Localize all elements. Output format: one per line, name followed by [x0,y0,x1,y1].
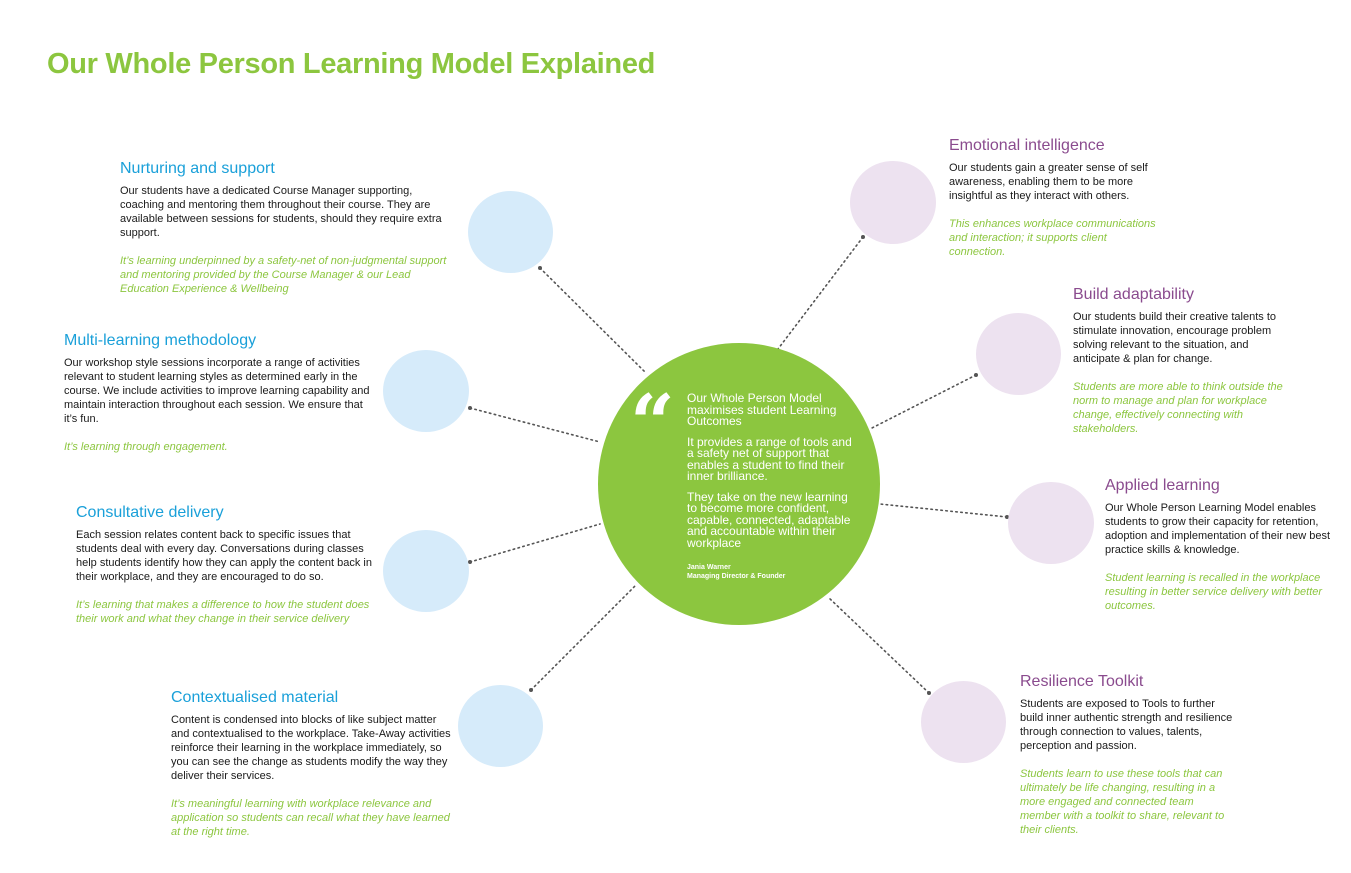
node-body: Content is condensed into blocks of like… [171,714,451,782]
node-contextualised: Contextualised material Content is conde… [171,688,451,839]
node-applied: Applied learning Our Whole Person Learni… [1105,476,1333,613]
node-adaptability: Build adaptability Our students build th… [1073,285,1298,436]
node-body: Each session relates content back to spe… [76,529,372,583]
node-outcome: It’s learning underpinned by a safety-ne… [120,255,447,295]
node-circle-nurturing [468,191,553,273]
quote-paragraph-1: Our Whole Person Model maximises student… [687,391,837,428]
connector-emotional [777,236,864,350]
node-heading: Consultative delivery [76,504,224,521]
node-body: Our students build their creative talent… [1073,311,1276,365]
connector-consultative [469,523,601,563]
connector-resilience [827,596,930,694]
node-heading: Applied learning [1105,477,1220,494]
node-heading: Build adaptability [1073,286,1194,303]
node-heading: Resilience Toolkit [1020,673,1144,690]
center-hub [598,343,880,625]
node-heading: Contextualised material [171,689,339,706]
node-multi: Multi-learning methodology Our workshop … [64,331,374,454]
node-circle-resilience [921,681,1006,763]
node-outcome: It’s learning that makes a difference to… [76,599,370,625]
node-body: Our students gain a greater sense of sel… [949,162,1148,202]
node-resilience: Resilience Toolkit Students are exposed … [1020,672,1235,837]
node-body: Students are exposed to Tools to further… [1020,698,1233,752]
node-outcome: This enhances workplace communications a… [949,218,1156,258]
center-quote: Our Whole Person Model maximises student… [687,391,852,581]
node-nurturing: Nurturing and support Our students have … [120,159,455,296]
node-emotional: Emotional intelligence Our students gain… [949,136,1164,259]
node-outcome: It’s meaningful learning with workplace … [171,798,450,838]
quote-attribution: Jania Warner Managing Director & Founder [687,563,852,581]
connector-contextualised [530,584,637,691]
node-outcome: It’s learning through engagement. [64,441,228,453]
quote-paragraph-2: It provides a range of tools and a safet… [687,434,852,483]
connector-multi [469,407,601,443]
node-body: Our students have a dedicated Course Man… [120,185,442,239]
author-role: Managing Director & Founder [687,573,786,580]
connector-nurturing [539,267,646,373]
node-outcome: Students learn to use these tools that c… [1020,768,1225,836]
quote-mark-icon: “ [630,378,675,469]
node-consultative: Consultative delivery Each session relat… [76,503,381,626]
node-circle-emotional [850,161,936,244]
node-circle-applied [1008,482,1094,564]
connector-applied [879,503,1008,518]
node-body: Our Whole Person Learning Model enables … [1105,502,1331,556]
node-heading: Multi-learning methodology [64,332,257,349]
node-outcome: Students are more able to think outside … [1073,381,1283,435]
node-heading: Nurturing and support [120,160,275,177]
node-circle-contextualised [458,685,543,767]
quote-paragraph-3: They take on the new learning to become … [687,489,851,550]
author-name: Jania Warner [687,564,731,571]
node-circle-adaptability [976,313,1061,395]
node-circle-multi [383,350,469,432]
node-circle-consultative [383,530,469,612]
connector-adaptability [869,374,977,430]
node-outcome: Student learning is recalled in the work… [1105,572,1323,612]
page-title: Our Whole Person Learning Model Explaine… [47,48,656,80]
node-heading: Emotional intelligence [949,137,1105,154]
node-body: Our workshop style sessions incorporate … [64,357,370,425]
